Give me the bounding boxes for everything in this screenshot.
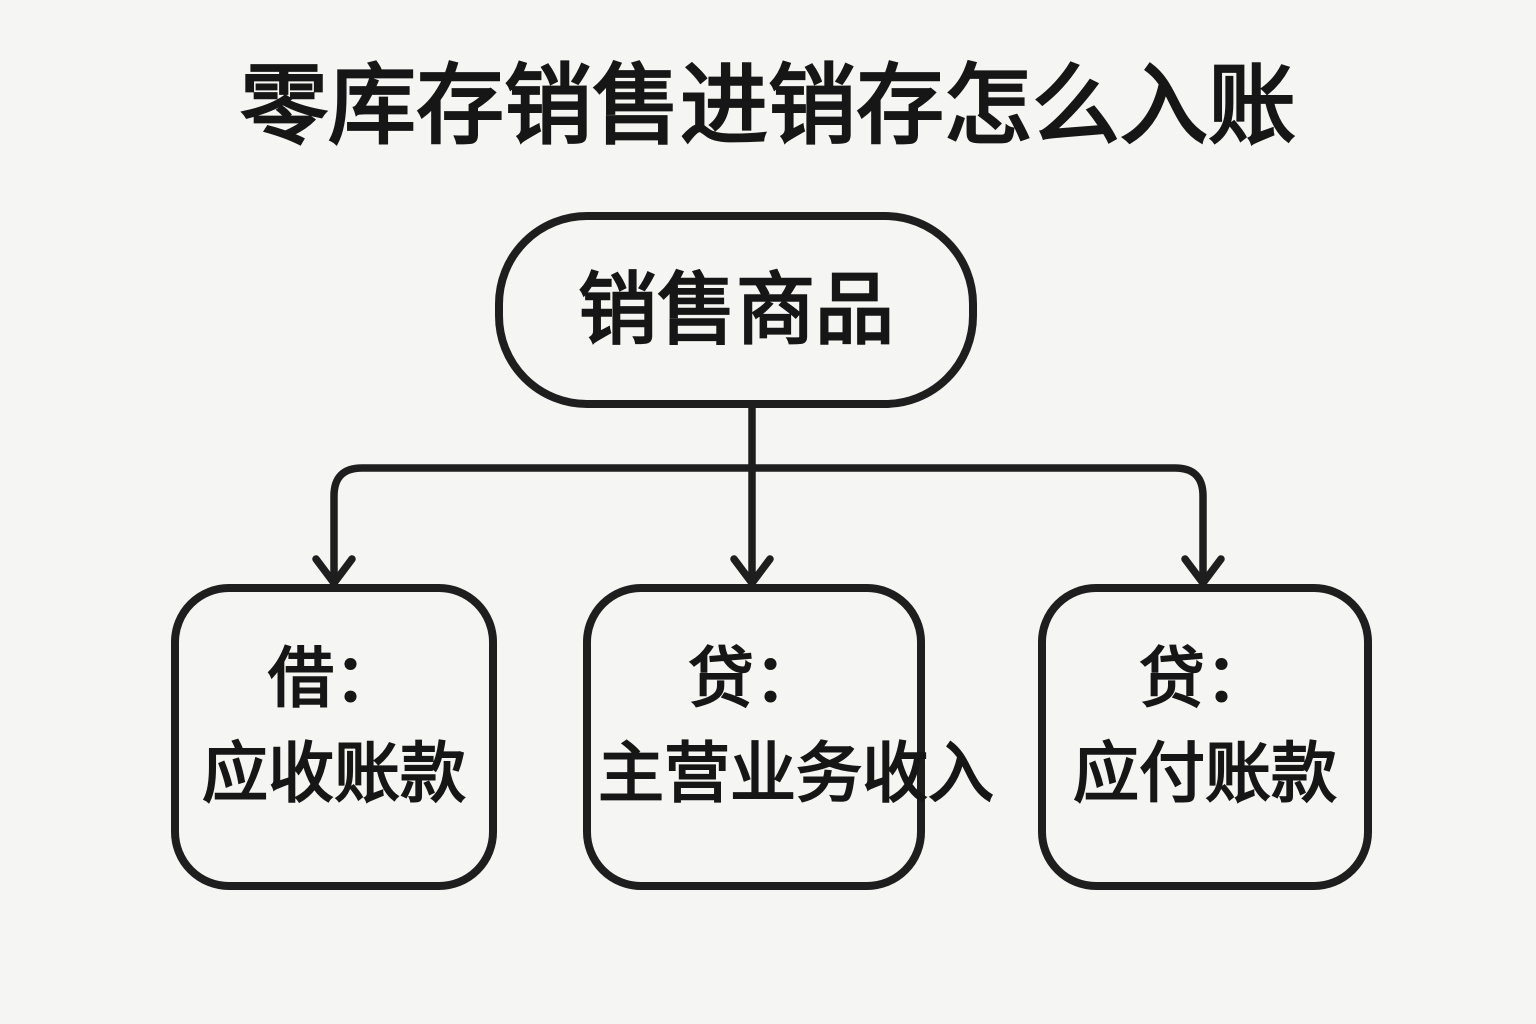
node-credit-main-business-income-line1: 贷： <box>688 640 820 717</box>
arrow-down-left-icon <box>312 555 356 587</box>
arrow-down-right-icon <box>1181 555 1225 587</box>
node-debit-accounts-receivable-line2: 应收账款 <box>202 735 466 812</box>
page-title: 零库存销售进销存怎么入账 <box>239 54 1296 157</box>
node-credit-accounts-payable-line2: 应付账款 <box>1073 735 1337 812</box>
arrow-down-middle-icon <box>730 555 774 587</box>
node-credit-main-business-income-line2: 主营业务收入 <box>598 735 994 812</box>
node-credit-accounts-payable: 贷： 应付账款 <box>1038 584 1372 890</box>
connector-branch-right <box>748 464 1207 585</box>
node-credit-main-business-income: 贷： 主营业务收入 <box>583 584 994 890</box>
node-credit-accounts-payable-line1: 贷： <box>1139 640 1271 717</box>
node-sales-goods-label: 销售商品 <box>578 263 894 356</box>
node-debit-accounts-receivable-line1: 借： <box>268 640 400 717</box>
node-sales-goods: 销售商品 <box>495 212 977 408</box>
node-debit-accounts-receivable: 借： 应收账款 <box>171 584 497 890</box>
connector-branch-left <box>330 464 756 585</box>
